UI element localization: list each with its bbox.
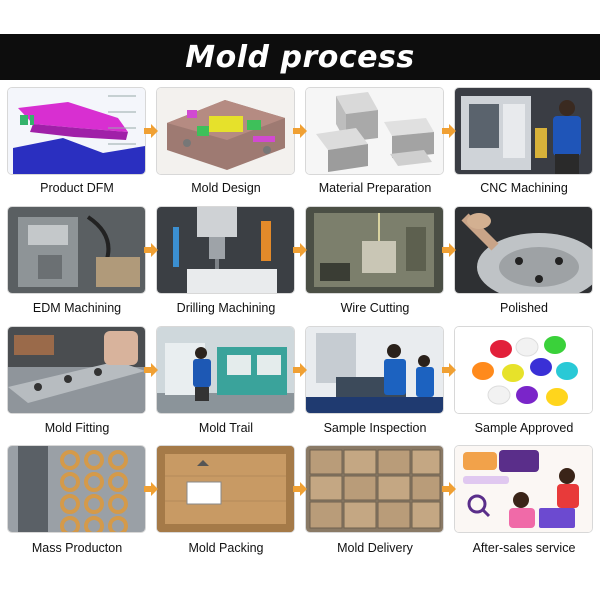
page-title: Mold process <box>185 39 415 75</box>
arrow-right-icon <box>144 243 158 257</box>
step-label: Wire Cutting <box>340 301 410 315</box>
cad-model-picture <box>8 88 145 174</box>
step-label: CNC Machining <box>480 181 568 195</box>
step-tile-mass-production <box>8 446 145 532</box>
arrow-right-icon <box>144 363 158 377</box>
step-tile-mold-packing <box>157 446 294 532</box>
step-label: EDM Machining <box>32 301 122 315</box>
arrow-right-icon <box>442 124 456 138</box>
step-label: Mold Trail <box>198 421 254 435</box>
step-label: Drilling Machining <box>176 301 276 315</box>
mold-fitting-picture <box>8 327 145 413</box>
step-label: Material Preparation <box>318 181 432 195</box>
mass-production-picture <box>8 446 145 532</box>
steel-blocks-picture <box>306 88 443 174</box>
step-tile-sample-approved <box>455 327 592 413</box>
step-tile-product-dfm <box>8 88 145 174</box>
step-tile-sample-inspection <box>306 327 443 413</box>
arrow-right-icon <box>293 363 307 377</box>
step-label: Mold Packing <box>188 541 264 555</box>
polishing-picture <box>455 207 592 293</box>
step-tile-wire-cutting <box>306 207 443 293</box>
inspection-lab-picture <box>306 327 443 413</box>
step-tile-drilling-machining <box>157 207 294 293</box>
wooden-crate-picture <box>157 446 294 532</box>
arrow-right-icon <box>293 243 307 257</box>
cardboard-boxes-picture <box>306 446 443 532</box>
step-tile-material-preparation <box>306 88 443 174</box>
arrow-right-icon <box>442 482 456 496</box>
step-tile-edm-machining <box>8 207 145 293</box>
wire-cutter-picture <box>306 207 443 293</box>
arrow-right-icon <box>442 363 456 377</box>
step-label: Mass Producton <box>31 541 123 555</box>
drill-spindle-picture <box>157 207 294 293</box>
step-label: Polished <box>500 301 548 315</box>
plastic-caps-picture <box>455 327 592 413</box>
step-tile-mold-delivery <box>306 446 443 532</box>
arrow-right-icon <box>293 124 307 138</box>
step-label: Mold Delivery <box>337 541 413 555</box>
arrow-right-icon <box>442 243 456 257</box>
step-label: Sample Inspection <box>323 421 427 435</box>
injection-machine-picture <box>157 327 294 413</box>
step-label: After-sales service <box>472 541 576 555</box>
mold-3d-design-picture <box>157 88 294 174</box>
edm-machine-picture <box>8 207 145 293</box>
step-tile-mold-trail <box>157 327 294 413</box>
arrow-right-icon <box>144 124 158 138</box>
arrow-right-icon <box>144 482 158 496</box>
arrow-right-icon <box>293 482 307 496</box>
step-label: Mold Design <box>191 181 261 195</box>
step-label: Sample Approved <box>474 421 574 435</box>
step-tile-cnc-machining <box>455 88 592 174</box>
step-label: Mold Fitting <box>44 421 110 435</box>
support-chat-picture <box>455 446 592 532</box>
cnc-operator-picture <box>455 88 592 174</box>
step-label: Product DFM <box>40 181 114 195</box>
title-banner: Mold process <box>0 34 600 80</box>
step-tile-polished <box>455 207 592 293</box>
step-tile-after-sales-service <box>455 446 592 532</box>
step-tile-mold-design <box>157 88 294 174</box>
step-tile-mold-fitting <box>8 327 145 413</box>
